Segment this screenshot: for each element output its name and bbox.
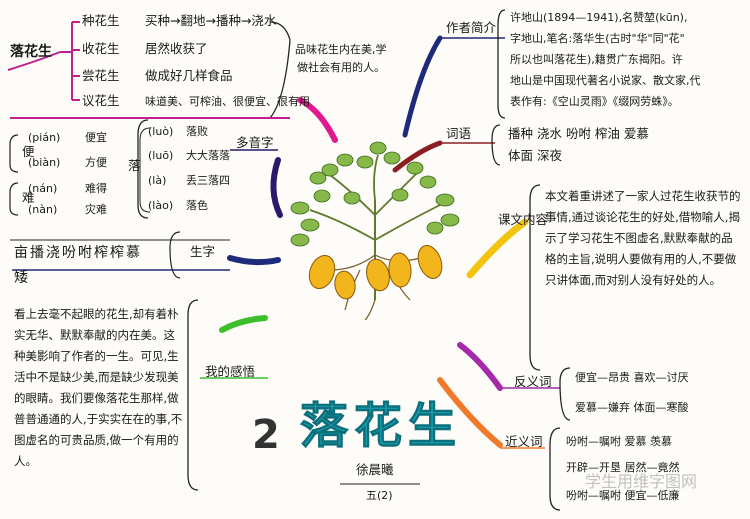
synonyms-line-2: 开辟—开垦 居然—竟然 [566, 461, 680, 474]
class-label: 五(2) [366, 489, 393, 502]
item-detail-discuss: 味道美、可榨油、很便宜、很有用 [145, 95, 310, 108]
item-detail-taste: 做成好几样食品 [145, 68, 233, 83]
item-label-discuss: 议花生 [82, 93, 120, 108]
synonyms-label: 近义词 [505, 434, 543, 449]
polyphone-nan-char: 难 [22, 190, 35, 205]
item-detail-plant: 买种→翻地→播种→浇水 [145, 13, 277, 28]
luo-pinyin-1: (luò) [148, 125, 174, 138]
item-detail-harvest: 居然收获了 [145, 41, 208, 56]
lesson-number: 2 [252, 412, 280, 458]
author-line-2: 字地山,笔名:落华生(古时"华"同"花" [510, 32, 685, 45]
reflection-text: 看上去毫不起眼的花生,却有着朴实无华、默默奉献的内在美。这种美影响了作者的一生。… [14, 307, 183, 468]
bian-word-2: 方便 [85, 156, 107, 169]
polyphone-label: 多音字 [236, 135, 274, 150]
summary-line-1: 品味花生内在美,学 [295, 43, 387, 56]
new-chars-label: 生字 [190, 244, 216, 259]
luo-pinyin-4: (lào) [148, 199, 174, 212]
author-line-1: 许地山(1894—1941),名赞堃(kūn), [510, 11, 688, 24]
content-label: 课文内容 [498, 212, 549, 227]
signature: 徐晨曦 [356, 462, 394, 477]
new-chars-line-1: 亩播浇吩咐榨榨慕 [14, 245, 142, 261]
item-label-harvest: 收花生 [82, 41, 120, 56]
author-line-5: 表作有:《空山灵雨》《缀网劳蛛》。 [510, 95, 679, 108]
polyphone-luo-char: 落 [128, 158, 141, 173]
item-label-plant: 种花生 [82, 13, 120, 28]
luo-word-1: 落败 [186, 125, 208, 138]
vocab-line-2: 体面 深夜 [508, 148, 562, 163]
peanut-plant-illustration [290, 141, 460, 321]
bian-pinyin-2: (biàn) [28, 156, 61, 169]
author-line-3: 所以也叫落花生),籍贯广东揭阳。许 [510, 53, 683, 66]
antonyms-line-2: 爱慕—嫌弃 体面—寒酸 [575, 401, 689, 414]
lesson-title: 落花生 [299, 398, 463, 454]
luo-pinyin-2: (luō) [148, 149, 174, 162]
nan-pinyin-2: (nàn) [28, 203, 58, 216]
antonyms-line-1: 便宜—昂贵 喜欢—讨厌 [575, 371, 689, 384]
vocab-label: 词语 [446, 126, 472, 141]
nan-pinyin-1: (nán) [28, 182, 58, 195]
new-chars-line-2: 矮 [14, 270, 28, 286]
luo-word-4: 落色 [186, 199, 208, 212]
synonyms-line-1: 吩咐—嘱咐 爱慕 羡慕 [566, 435, 672, 448]
luo-pinyin-3: (là) [148, 174, 167, 187]
item-label-taste: 尝花生 [82, 68, 120, 83]
reflection-label: 我的感悟 [205, 364, 256, 379]
summary-line-2: 做社会有用的人。 [297, 61, 385, 74]
watermark: 学生用维字图网 [585, 472, 698, 491]
luo-word-3: 丢三落四 [186, 174, 230, 187]
nan-word-1: 难得 [85, 182, 107, 195]
polyphone-bian-char: 便 [22, 144, 35, 159]
luo-word-2: 大大落落 [186, 149, 230, 162]
synonyms-line-3: 吩咐—嘱咐 便宜—低廉 [566, 489, 680, 502]
content-text: 本文着重讲述了一家人过花生收获节的事情,通过谈论花生的好处,借物喻人,揭示了学习… [545, 189, 741, 287]
bian-pinyin-1: (pián) [28, 131, 61, 144]
nan-word-2: 灾难 [85, 203, 107, 216]
author-line-4: 地山是中国现代著名小说家、散文家,代 [510, 74, 701, 87]
vocab-line-1: 播种 浇水 吩咐 榨油 爱慕 [508, 126, 649, 141]
bian-word-1: 便宜 [85, 131, 107, 144]
antonyms-label: 反义词 [514, 374, 552, 389]
author-label: 作者简介 [446, 20, 497, 35]
root-label: 落花生 [10, 44, 52, 60]
